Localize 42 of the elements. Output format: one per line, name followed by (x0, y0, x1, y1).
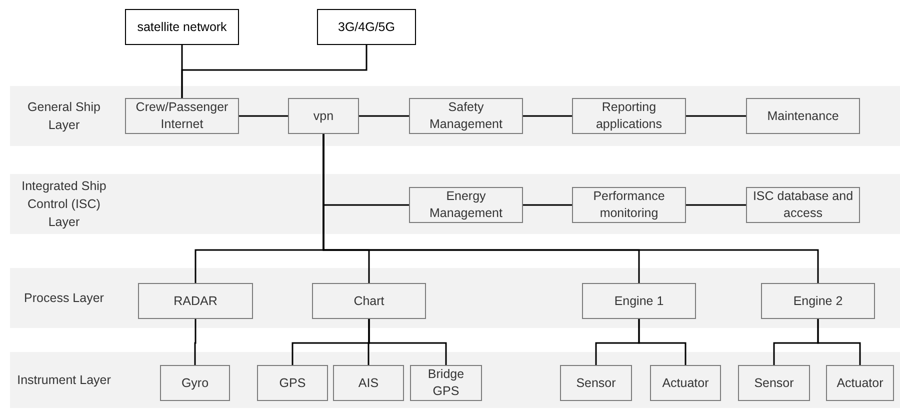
layer-label: Integrated Ship Control (ISC) Layer (20, 178, 108, 231)
connector-line (638, 319, 686, 365)
connector-line (523, 115, 572, 117)
component-box: Bridge GPS (410, 365, 482, 401)
component-box: Sensor (560, 365, 632, 401)
connector-line (523, 204, 572, 206)
connector-line (239, 115, 288, 117)
layer-label: Process Layer (23, 290, 105, 307)
component-box: Engine 1 (582, 283, 696, 319)
layer-label: Instrument Layer (16, 372, 112, 389)
component-box: Energy Management (409, 187, 523, 223)
component-box: ISC database and access (746, 187, 860, 223)
component-box: Actuator (826, 365, 894, 401)
connector-line (194, 319, 196, 365)
layer-band (10, 174, 900, 234)
component-box: GPS (257, 365, 328, 401)
component-box: Sensor (738, 365, 810, 401)
component-box: Performance monitoring (572, 187, 686, 223)
component-box: Engine 2 (761, 283, 875, 319)
component-box: Crew/Passenger Internet (125, 98, 239, 134)
network-box: satellite network (125, 9, 239, 45)
component-box: Gyro (160, 365, 230, 401)
connector-line (686, 115, 746, 117)
connector-line (322, 134, 819, 283)
component-box: AIS (333, 365, 404, 401)
component-box: RADAR (138, 283, 253, 319)
connector-line (686, 204, 746, 206)
connector-line (181, 45, 368, 98)
connector-line (368, 319, 447, 365)
network-box: 3G/4G/5G (317, 9, 416, 45)
component-box: Actuator (650, 365, 721, 401)
layer-band (10, 268, 900, 328)
layer-band (10, 86, 900, 146)
component-box: Chart (312, 283, 426, 319)
component-box: Safety Management (409, 98, 523, 134)
connector-line (817, 319, 861, 365)
connector-line (359, 115, 409, 117)
component-box: vpn (288, 98, 359, 134)
component-box: Reporting applications (572, 98, 686, 134)
layer-band (10, 352, 900, 408)
layer-label: General Ship Layer (26, 99, 102, 134)
component-box: Maintenance (746, 98, 860, 134)
